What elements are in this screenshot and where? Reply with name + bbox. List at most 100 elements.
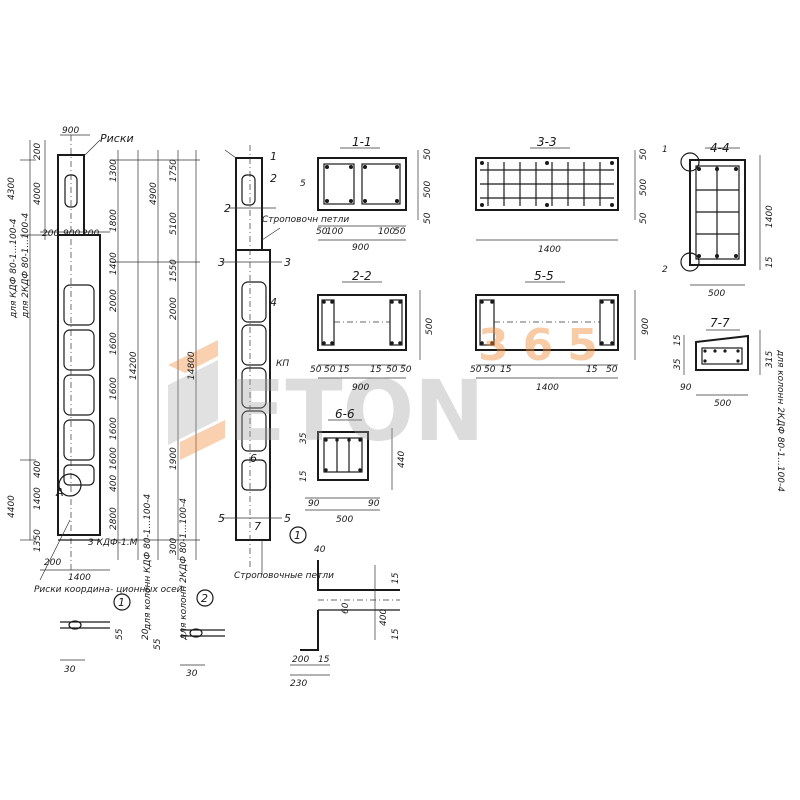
rebar (736, 349, 740, 353)
rebar (363, 165, 367, 169)
dim-200c: 200 (82, 229, 99, 239)
rebar (358, 438, 362, 442)
rebar (324, 468, 328, 472)
s11-dim-5: 5 (300, 179, 306, 189)
rebar (322, 300, 326, 304)
rebar (703, 349, 707, 353)
rebar (715, 167, 719, 171)
dim-4900: 4900 (149, 182, 159, 205)
rebar (363, 199, 367, 203)
label-for-kdp: для КДФ 80-1...100-4 (9, 218, 19, 319)
rebar (349, 199, 353, 203)
top-mark-leader (224, 149, 237, 159)
rebar (480, 341, 484, 345)
label-for-2kdf: для 2КДФ 80-1...100-4 (21, 213, 31, 319)
s11-inner-right (361, 163, 401, 205)
dim-4400: 4400 (7, 495, 17, 518)
node-details (60, 589, 225, 666)
mark-a: А (55, 486, 64, 499)
mark-7: 7 (254, 520, 261, 533)
mark-3-left: 3 (218, 256, 225, 269)
dim-400a: 400 (33, 461, 43, 478)
s22-right-flange (389, 299, 403, 346)
detail-dim-15b: 15 (391, 628, 401, 640)
s44-dim-15: 15 (765, 256, 775, 268)
watermark-number: 365 (478, 320, 612, 371)
s11-outline (317, 157, 407, 211)
s77-dim-35: 35 (673, 358, 683, 370)
detail-dim-15a: 15 (391, 572, 401, 584)
riski-leader (84, 139, 101, 156)
rebar (715, 254, 719, 258)
section-1-1 (317, 147, 419, 241)
watermark: ETON 365 (168, 320, 612, 460)
node1-anchor (68, 620, 82, 630)
rebar (734, 254, 738, 258)
s22-dim-50b: 50 (324, 365, 336, 375)
s77-dim-90: 90 (680, 383, 692, 393)
rebar (545, 161, 549, 165)
rebar (600, 341, 604, 345)
s77-rebars (703, 349, 740, 363)
s77-dim-500-text: 500 (714, 399, 731, 409)
dim-200b: 200 (42, 229, 59, 239)
rebar (723, 349, 727, 353)
s11-dim-100a: 100 (326, 227, 343, 237)
rebar (610, 341, 614, 345)
column-elevation-left (39, 135, 101, 581)
detail-lower-plate (300, 610, 319, 651)
node2-dim-20: 20 (141, 628, 151, 640)
node1-mark (113, 593, 131, 611)
s22-rebars (322, 300, 402, 345)
title-s44: 4-4 (710, 141, 730, 155)
rebar (335, 438, 339, 442)
mark-3-right: 3 (284, 256, 291, 269)
dim-200d: 200 (44, 558, 61, 568)
s66-dim-90a: 90 (308, 499, 320, 509)
rebar (610, 203, 614, 207)
s33-outline (475, 157, 619, 211)
side-opening-1 (241, 281, 267, 323)
title-s77: 7-7 (710, 316, 730, 330)
s55-left-flange (479, 299, 495, 346)
mark-5-left: 5 (218, 512, 225, 525)
s11-dim-50c: 50 (423, 148, 433, 160)
label-axis-riski: Риски координа- ционных осей (34, 585, 183, 595)
rebar (347, 438, 351, 442)
title-s22: 2-2 (352, 269, 372, 283)
dim-1900: 1900 (169, 447, 179, 470)
rebar (736, 359, 740, 363)
logo-shape (180, 420, 225, 460)
dim-900b: 900 (63, 229, 80, 239)
s77-cage (701, 347, 743, 365)
rebar (358, 468, 362, 472)
dim-1600c: 1600 (109, 417, 119, 440)
detail-dim-400: 400 (379, 609, 389, 626)
axis-riski-leader (39, 519, 71, 581)
rebar (480, 161, 484, 165)
detail-dim-15c: 15 (318, 655, 330, 665)
watermark-brand: ETON (228, 362, 484, 460)
s11-dim-50b: 50 (394, 227, 406, 237)
s22-dim-15b: 15 (370, 365, 382, 375)
s22-outline (317, 294, 407, 351)
s66-rebars (324, 438, 362, 472)
dim-300: 300 (169, 538, 179, 555)
s22-dim-900-text: 900 (352, 383, 369, 393)
rebar (610, 300, 614, 304)
rebar (398, 341, 402, 345)
s33-dim-50a: 50 (639, 148, 649, 160)
s33-dim-500: 500 (639, 179, 649, 196)
label-for-column-kdf: для колонн КДФ 80-1...100-4 (143, 493, 153, 631)
side-head-outline (235, 157, 263, 251)
dim-1400b: 1400 (33, 487, 43, 510)
label-riski: Риски (100, 132, 134, 145)
dim-400b: 400 (109, 475, 119, 492)
dim-1350: 1350 (33, 529, 43, 552)
s22-dim-50a: 50 (310, 365, 322, 375)
detail-anchor-plate (289, 526, 400, 676)
s11-dim-50d: 50 (423, 212, 433, 224)
section-4-4 (680, 147, 761, 286)
rebar (480, 300, 484, 304)
